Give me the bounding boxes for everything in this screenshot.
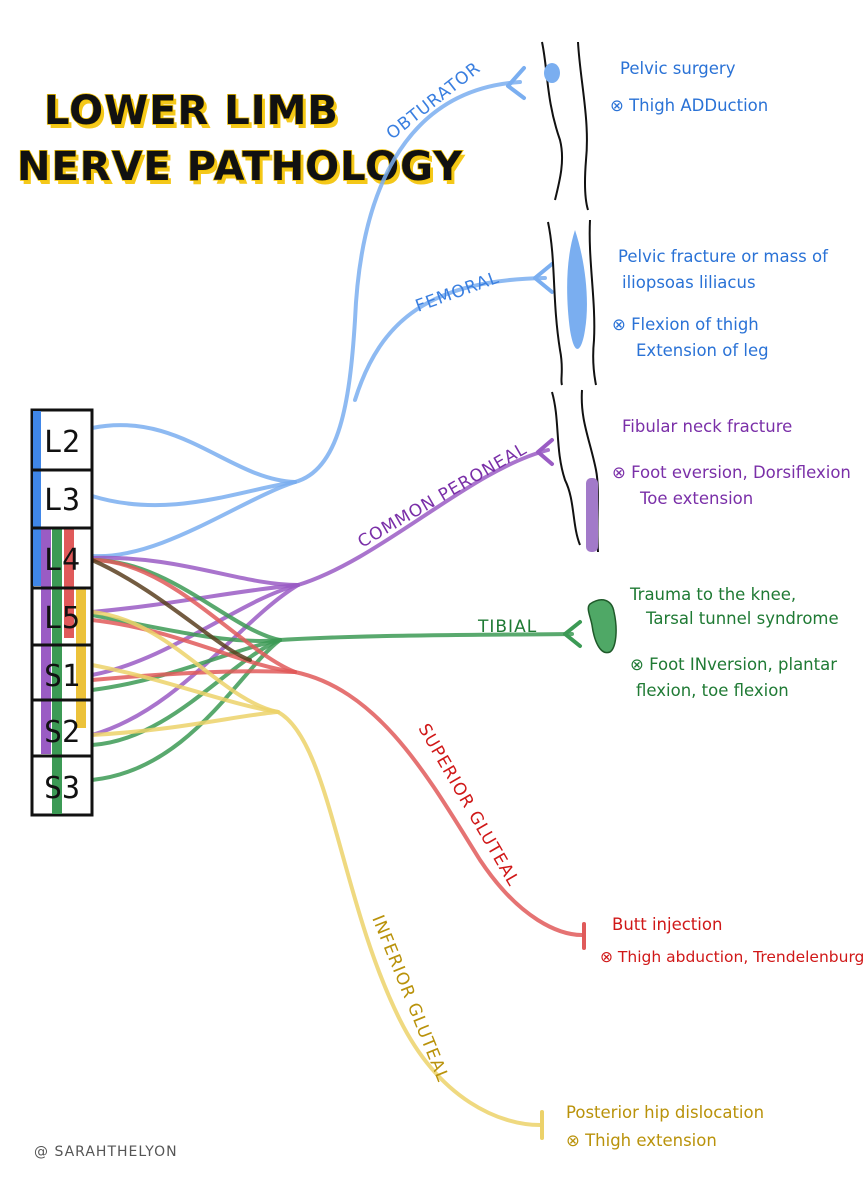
notes-common-peroneal: Fibular neck fracture ⊗ Foot eversion, D… [612,417,851,508]
inferior-gluteal-nerve [276,710,542,1127]
svg-text:LOWER LIMB: LOWER LIMB [47,92,342,138]
note-obturator-deficit: ⊗ Thigh ADDuction [610,96,768,115]
foot-sketch-tibial [587,599,617,654]
root-L4: L4 [44,543,80,578]
common-peroneal-nerve [296,448,550,587]
root-strands [90,423,300,782]
note-tibial-cause-1: Trauma to the knee, [629,585,796,604]
femoral-nerve [353,276,547,402]
label-common-peroneal: COMMON PERONEAL [355,439,531,552]
limb-sketch-femoral [547,219,597,386]
nerve-root-column: L2 L3 L4 L5 S1 S2 S3 [30,408,94,817]
note-femoral-deficit-1: ⊗ Flexion of thigh [612,315,759,334]
nerve-paths [90,66,586,1140]
obturator-nerve [293,80,522,484]
root-S2: S2 [44,715,80,750]
note-femoral-cause-2: iliopsoas liliacus [622,273,756,292]
title-line-2: NERVE PATHOLOGY [17,144,463,190]
note-peroneal-deficit-2: Toe extension [639,489,753,508]
superior-gluteal-nerve [293,670,584,937]
author-credit: @ SARAHTHELYON [34,1144,178,1160]
obturator-terminal [506,66,526,100]
note-obturator-cause: Pelvic surgery [620,59,736,78]
notes-obturator: Pelvic surgery ⊗ Thigh ADDuction [610,59,768,115]
note-femoral-cause-1: Pelvic fracture or mass of [618,247,829,266]
tibial-nerve [278,632,574,642]
root-S3: S3 [44,771,80,806]
notes-tibial: Trauma to the knee, Tarsal tunnel syndro… [629,585,839,700]
label-femoral: FEMORAL [413,268,502,317]
common-peroneal-terminal [536,438,554,466]
label-inferior-gluteal: INFERIOR GLUTEAL [367,912,452,1085]
note-peroneal-deficit-1: ⊗ Foot eversion, Dorsiflexion [612,463,851,482]
note-sup-gluteal-deficit: ⊗ Thigh abduction, Trendelenburg [600,948,864,966]
label-obturator: OBTURATOR [383,58,485,144]
svg-text:NERVE PATHOLOGY: NERVE PATHOLOGY [20,148,466,194]
limb-sketch-obturator [541,41,589,211]
tibial-terminal [563,620,582,648]
label-tibial: TIBIAL [477,617,537,637]
notes-superior-gluteal: Butt injection ⊗ Thigh abduction, Trende… [600,915,864,966]
note-tibial-deficit-1: ⊗ Foot INversion, plantar [630,655,837,674]
title-line-1: LOWER LIMB [44,88,339,134]
root-L5: L5 [44,601,80,636]
note-inf-gluteal-cause: Posterior hip dislocation [566,1103,764,1122]
root-L2: L2 [44,425,80,460]
femoral-terminal [533,262,554,294]
root-L3: L3 [44,483,80,518]
note-peroneal-cause: Fibular neck fracture [622,417,792,436]
notes-femoral: Pelvic fracture or mass of iliopsoas lil… [612,247,829,360]
note-femoral-deficit-2: Extension of leg [636,341,769,360]
note-tibial-deficit-2: flexion, toe flexion [636,681,789,700]
note-inf-gluteal-deficit: ⊗ Thigh extension [566,1131,717,1150]
limb-sketch-peroneal [551,389,599,553]
note-sup-gluteal-cause: Butt injection [612,915,722,934]
note-tibial-cause-2: Tarsal tunnel syndrome [645,609,839,628]
label-superior-gluteal: SUPERIOR GLUTEAL [414,721,523,890]
root-S1: S1 [44,659,80,694]
notes-inferior-gluteal: Posterior hip dislocation ⊗ Thigh extens… [566,1103,764,1150]
